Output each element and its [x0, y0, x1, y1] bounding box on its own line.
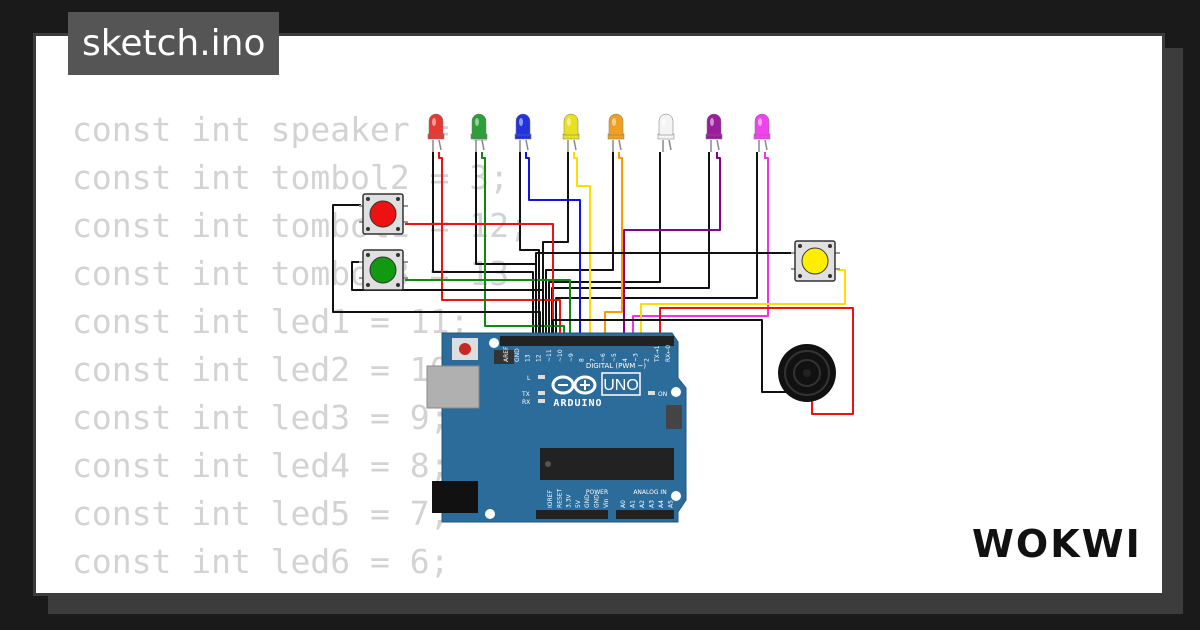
pushbutton — [791, 240, 840, 282]
rx-label: RX — [522, 399, 530, 406]
pin-label: TX→1 — [654, 345, 661, 363]
pin-label: 8 — [579, 358, 586, 362]
usb-port — [426, 365, 480, 409]
pin-label: 12 — [535, 354, 542, 362]
pin-label: 2 — [643, 358, 650, 362]
wire — [351, 261, 544, 342]
pin-label: A2 — [639, 500, 646, 508]
code-line: const int led5 = 7; — [72, 494, 450, 533]
digital-header — [500, 336, 674, 346]
pin-label: ~10 — [557, 349, 564, 362]
code-line: const int led6 = 6; — [72, 542, 450, 581]
pin-label: ~9 — [568, 353, 575, 362]
analog-header — [616, 510, 674, 519]
wire — [552, 319, 790, 393]
wire — [659, 307, 854, 415]
pin-label: RX←0 — [665, 345, 672, 362]
wire — [604, 152, 623, 342]
pin-label: A4 — [658, 500, 665, 508]
wire — [405, 223, 554, 342]
pushbutton — [359, 249, 408, 291]
led — [705, 113, 723, 152]
wire — [640, 269, 846, 342]
pin-label: 13 — [525, 354, 532, 362]
wokwi-logo: WOKWI — [972, 522, 1142, 566]
pushbuttons — [359, 193, 840, 291]
pin-label: IOREF — [547, 490, 554, 508]
pin-label: 3.3V — [566, 493, 573, 508]
preview-card: const int speaker = 1 const int tombol2 … — [33, 33, 1165, 596]
buzzer — [778, 344, 836, 402]
wire — [573, 152, 591, 342]
code-line: const int led3 = 9; — [72, 398, 450, 437]
wire — [548, 152, 661, 342]
pin-label: A5 — [668, 500, 675, 508]
pin-label: ~6 — [600, 353, 607, 362]
pin-label: ~5 — [611, 353, 618, 362]
pin-label: Vin — [603, 498, 610, 508]
wire — [555, 152, 758, 342]
wire — [432, 152, 534, 342]
header-digital-label: DIGITAL (PWM ~) — [586, 362, 647, 370]
tx-label: TX — [521, 391, 530, 398]
wire — [551, 152, 710, 342]
pin-label: A0 — [620, 500, 627, 508]
l-led-label: L — [527, 375, 531, 382]
wire — [632, 152, 769, 342]
wires — [332, 152, 854, 415]
pushbutton — [359, 193, 408, 235]
wire — [535, 252, 793, 342]
icsp-header — [494, 350, 514, 364]
led — [470, 113, 488, 152]
wire — [481, 152, 565, 342]
led — [427, 113, 445, 152]
code-line: const int led7 = 5; — [72, 590, 450, 593]
power-header — [536, 510, 608, 519]
wire — [405, 279, 571, 342]
pin-label: ~11 — [546, 349, 553, 362]
led — [562, 113, 580, 152]
pin-label: ~3 — [633, 353, 640, 362]
arduino-logo-icon — [551, 375, 597, 395]
icsp-header-2 — [666, 405, 682, 429]
pin-label: A3 — [649, 500, 656, 508]
header-analog-label: ANALOG IN — [633, 489, 666, 496]
header-power-label: POWER — [586, 489, 608, 496]
pin-label: RESET — [556, 488, 563, 508]
arduino-uno-board: UNO ARDUINO DIGITAL (PWM ~) POWER ANALOG… — [426, 332, 687, 523]
board-brand: ARDUINO — [553, 398, 602, 409]
wire — [525, 152, 581, 342]
led — [607, 113, 625, 152]
led — [753, 113, 771, 152]
pin-label: 5V — [575, 499, 582, 508]
pin-label: 7 — [589, 358, 596, 362]
wire — [438, 152, 561, 342]
wire — [623, 152, 721, 342]
pin-label: 4 — [622, 358, 629, 362]
code-background: const int speaker = 1 const int tombol2 … — [72, 106, 529, 593]
atmega-chip — [540, 448, 674, 480]
pin-label: A1 — [630, 500, 637, 508]
led — [514, 113, 532, 152]
on-label: ON — [658, 391, 667, 398]
power-jack — [432, 481, 478, 513]
pin-label: GND — [514, 348, 521, 362]
pin-label: GND — [584, 494, 591, 508]
led — [657, 113, 675, 152]
pin-label: AREF — [503, 346, 510, 362]
wire — [519, 152, 540, 342]
wire — [332, 204, 541, 342]
pin-label: GND — [594, 494, 601, 508]
code-line: const int led4 = 8; — [72, 446, 450, 485]
led-row — [427, 113, 771, 152]
board-model: UNO — [603, 377, 639, 394]
filename-tab: sketch.ino — [68, 12, 280, 75]
